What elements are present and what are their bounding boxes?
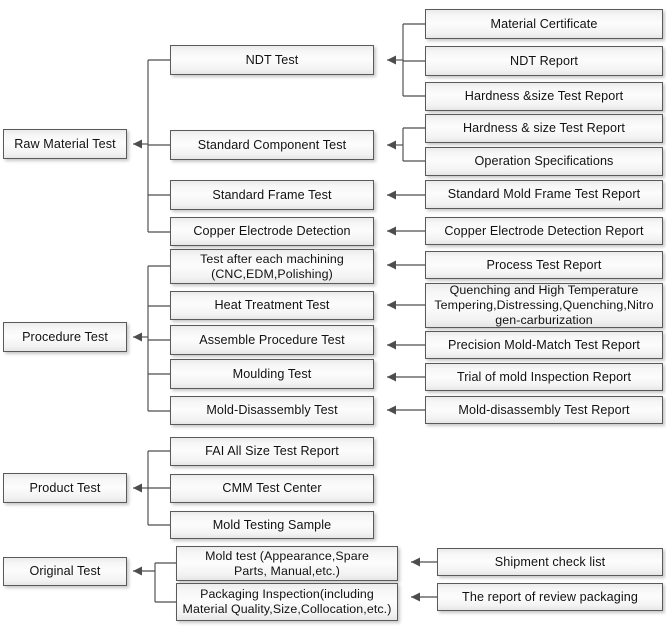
report-node-the-report-of-review-packaging[interactable]: The report of review packaging — [437, 583, 663, 611]
item-node-ndt-test[interactable]: NDT Test — [170, 45, 374, 75]
arrowhead-mold-disassembly-test — [387, 405, 396, 415]
report-node-operation-specifications[interactable]: Operation Specifications — [425, 147, 663, 176]
report-node-hardness-and-size-test-report[interactable]: Hardness & size Test Report — [425, 114, 663, 143]
arrowhead-copper-electrode-detection — [387, 226, 396, 236]
item-node-heat-treatment-test[interactable]: Heat Treatment Test — [170, 291, 374, 320]
arrowhead-heat-treatment-test — [387, 300, 396, 310]
group-node-original-test[interactable]: Original Test — [3, 557, 127, 586]
item-node-standard-frame-test[interactable]: Standard Frame Test — [170, 180, 374, 210]
arrowhead-moulding-test — [387, 372, 396, 382]
arrowhead-standard-frame-test — [387, 190, 396, 200]
report-node-copper-electrode-detection-report[interactable]: Copper Electrode Detection Report — [425, 217, 663, 245]
item-node-mold-test-appearance[interactable]: Mold test (Appearance,Spare Parts, Manua… — [176, 546, 398, 581]
arrowhead-standard-component-test — [387, 140, 396, 150]
group-node-procedure-test[interactable]: Procedure Test — [3, 322, 127, 352]
report-node-hardness-size-test-report[interactable]: Hardness &size Test Report — [425, 82, 663, 111]
arrowhead-procedure — [133, 332, 142, 342]
report-node-standard-mold-frame-test-report[interactable]: Standard Mold Frame Test Report — [425, 180, 663, 209]
item-node-standard-component-test[interactable]: Standard Component Test — [170, 130, 374, 160]
arrowhead-mold-test-appearance — [411, 557, 420, 567]
report-node-precision-mold-match-test-report[interactable]: Precision Mold-Match Test Report — [425, 331, 663, 359]
item-node-cmm-test-center[interactable]: CMM Test Center — [170, 474, 374, 503]
arrowhead-product — [133, 483, 142, 493]
report-node-trial-of-mold-inspection-report[interactable]: Trial of mold Inspection Report — [425, 363, 663, 391]
item-node-fai-all-size-test-report[interactable]: FAI All Size Test Report — [170, 437, 374, 466]
report-node-quenching-high-temperature-report[interactable]: Quenching and High Temperature Tempering… — [425, 283, 663, 328]
item-node-mold-disassembly-test[interactable]: Mold-Disassembly Test — [170, 396, 374, 425]
item-node-packaging-inspection[interactable]: Packaging Inspection(including Material … — [176, 583, 398, 621]
report-node-material-certificate[interactable]: Material Certificate — [425, 9, 663, 39]
item-node-mold-testing-sample[interactable]: Mold Testing Sample — [170, 511, 374, 539]
report-node-process-test-report[interactable]: Process Test Report — [425, 251, 663, 279]
group-node-raw-material-test[interactable]: Raw Material Test — [3, 129, 127, 159]
arrowhead-raw-material — [133, 139, 142, 149]
arrowhead-assemble-procedure-test — [387, 340, 396, 350]
report-node-mold-disassembly-test-report[interactable]: Mold-disassembly Test Report — [425, 396, 663, 424]
arrowhead-packaging-inspection — [411, 592, 420, 602]
item-node-copper-electrode-detection[interactable]: Copper Electrode Detection — [170, 217, 374, 246]
item-node-assemble-procedure-test[interactable]: Assemble Procedure Test — [170, 325, 374, 355]
item-node-test-after-each-machining[interactable]: Test after each machining (CNC,EDM,Polis… — [170, 249, 374, 284]
report-node-ndt-report[interactable]: NDT Report — [425, 46, 663, 76]
arrowhead-test-after-machining — [387, 260, 396, 270]
arrowhead-original — [133, 566, 142, 576]
arrowhead-ndt-test — [387, 55, 396, 65]
group-node-product-test[interactable]: Product Test — [3, 473, 127, 503]
report-node-shipment-check-list[interactable]: Shipment check list — [437, 548, 663, 576]
item-node-moulding-test[interactable]: Moulding Test — [170, 359, 374, 389]
